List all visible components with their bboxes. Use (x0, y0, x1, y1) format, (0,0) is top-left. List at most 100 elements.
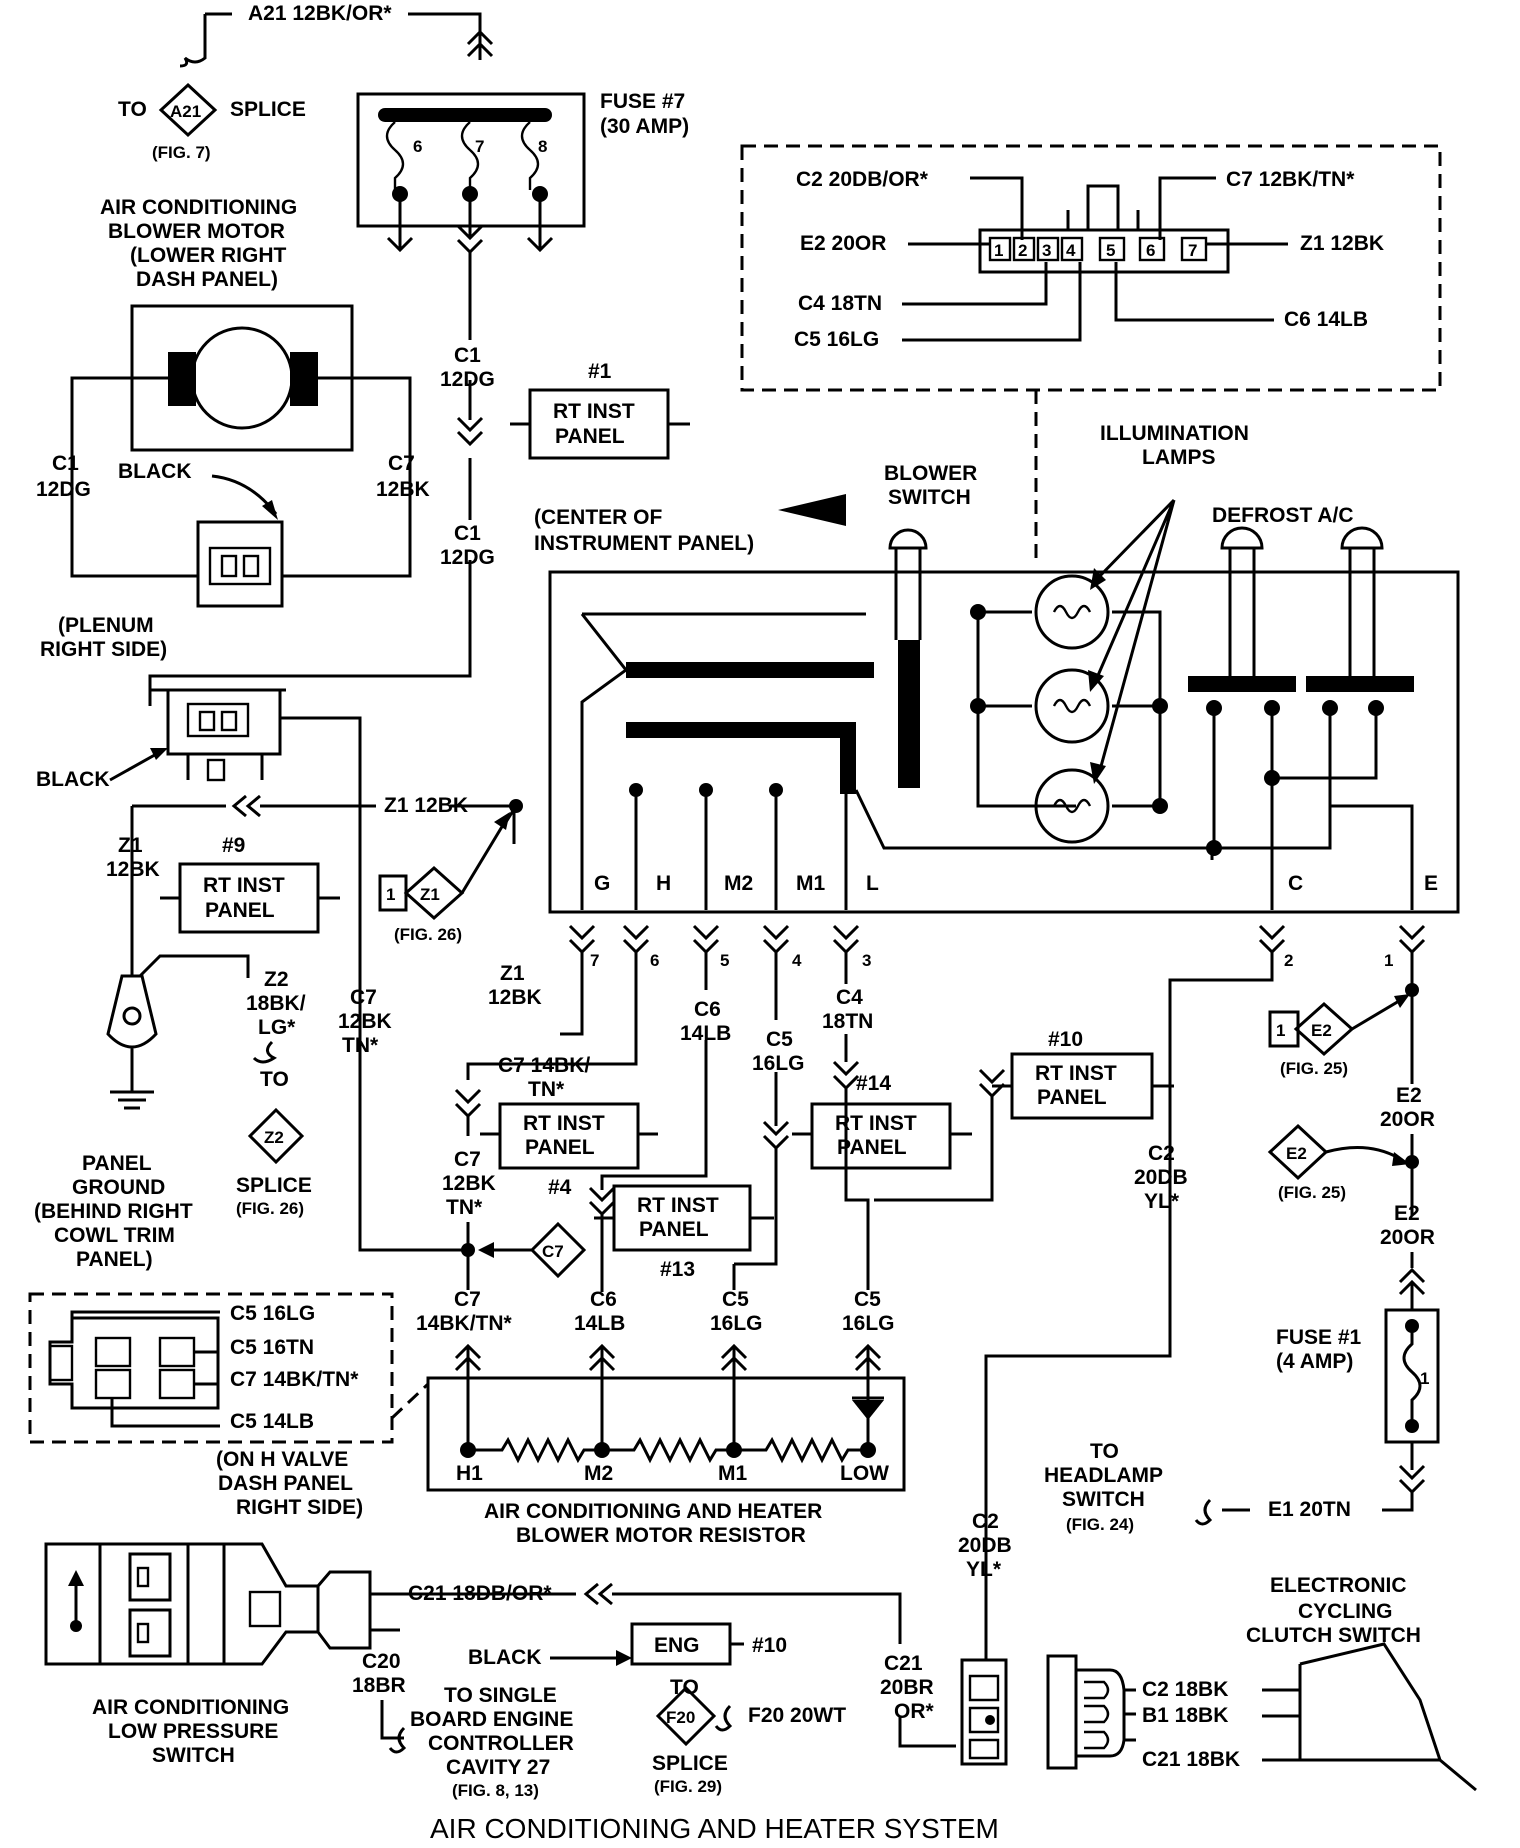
rt-inst-panel-1-line1: RT INST (553, 400, 635, 423)
plenum-label-1: (PLENUM (58, 614, 154, 637)
z2-code: Z2 (264, 1128, 284, 1147)
resistor-label-1: AIR CONDITIONING AND HEATER (484, 1500, 822, 1523)
panel-ground-1: PANEL (82, 1152, 152, 1175)
panel-ground-4: COWL TRIM (54, 1224, 175, 1247)
rt-inst-panel-13-line1: RT INST (637, 1194, 719, 1217)
c2-bottom-2: 20DB (958, 1534, 1012, 1557)
blower-switch-label-1: BLOWER (884, 462, 977, 485)
f20-splice-label-1: SPLICE (652, 1752, 728, 1775)
fuse7-pin-6: 6 (413, 137, 422, 156)
clutch-wire-c2: C2 18BK (1142, 1678, 1228, 1701)
tap-m1: M1 (718, 1462, 747, 1485)
switch-pin-6: 6 (1146, 241, 1155, 260)
rt-inst-panel-14-line1: RT INST (835, 1112, 917, 1135)
rt-inst-panel-9-line2: PANEL (205, 899, 275, 922)
inset-c5-16tn: C5 16TN (230, 1336, 314, 1359)
rt-inst-panel-1 (528, 388, 670, 460)
valve-label-1: (ON H VALVE (216, 1448, 348, 1471)
conn-9-label: #9 (222, 834, 245, 857)
c2-wire-3: YL* (1144, 1190, 1180, 1213)
conn-13-label: #13 (660, 1258, 695, 1281)
c5-label-2: 16LG (752, 1052, 805, 1075)
pin-7: 7 (590, 951, 599, 970)
z1-wire-label: Z1 12BK (384, 794, 468, 817)
blower-left-wire-2: 12DG (36, 478, 91, 501)
res-wire-c5b-2: 16LG (842, 1312, 895, 1335)
blower-right-wire-2: 12BK (376, 478, 430, 501)
c20-label-1: C20 (362, 1650, 401, 1673)
splice-label: SPLICE (230, 98, 306, 121)
res-wire-c6-2: 14LB (574, 1312, 625, 1335)
res-wire-c5a-2: 16LG (710, 1312, 763, 1335)
c7-splice-code: C7 (542, 1242, 564, 1261)
illumination-lamp-2 (1034, 668, 1110, 744)
eng-label: ENG (654, 1634, 700, 1657)
terminal-m1: M1 (796, 872, 825, 895)
switch-pin-3: 3 (1042, 241, 1051, 260)
tap-m2: M2 (584, 1462, 613, 1485)
center-label-2: INSTRUMENT PANEL) (534, 532, 754, 555)
rt-inst-panel-14 (810, 1102, 952, 1170)
ground-section: BLACK Z1 12BK Z1 12BK #9 RT INST PANEL Z… (34, 688, 523, 1271)
rt-inst-panel-9-line1: RT INST (203, 874, 285, 897)
rt-inst-panel-4 (498, 1102, 640, 1170)
c21-wire-label: C21 18DB/OR* (408, 1582, 552, 1605)
c2-bottom-3: YL* (966, 1558, 1002, 1581)
panel-ground-2: GROUND (72, 1176, 165, 1199)
c21-right-3: OR* (894, 1700, 935, 1723)
c7-12bk-label-1: C7 (454, 1148, 481, 1171)
c7-long-label-1: C7 (350, 986, 377, 1009)
terminal-e: E (1424, 872, 1438, 895)
e2-splice-num: 1 (1276, 1021, 1285, 1040)
valve-label-3: RIGHT SIDE) (236, 1496, 363, 1519)
pin-1: 1 (1384, 951, 1393, 970)
black-label: BLACK (118, 460, 192, 483)
f20-wire-label: F20 20WT (748, 1704, 846, 1727)
e1-wire-label: E1 20TN (1268, 1498, 1351, 1521)
switch-pin-1: 1 (994, 241, 1003, 260)
c7-splice-diamond (529, 1221, 587, 1279)
res-wire-c7-1: C7 (454, 1288, 481, 1311)
switch-pin-5: 5 (1106, 241, 1115, 260)
lower-blower-connector (166, 688, 282, 756)
c2-wire-2: 20DB (1134, 1166, 1188, 1189)
conn-4-label: #4 (548, 1176, 572, 1199)
z2-splice-label-2: (FIG. 26) (236, 1199, 304, 1218)
z1-fig26: (FIG. 26) (394, 925, 462, 944)
switch-connector-body (978, 228, 1230, 274)
fuse1-pin: 1 (1420, 1369, 1429, 1388)
blower-motor-label-3: (LOWER RIGHT (130, 244, 286, 267)
defrost-ac-label: DEFROST A/C (1212, 504, 1354, 527)
fig25a-label: (FIG. 25) (1280, 1059, 1348, 1078)
pin-6: 6 (650, 951, 659, 970)
c2-bottom-1: C2 (972, 1510, 999, 1533)
a21-code: A21 (170, 102, 201, 121)
sbec-label-1: TO SINGLE (444, 1684, 557, 1707)
conn-10-label: #10 (1048, 1028, 1083, 1051)
c1-bottom-label-2: 12DG (440, 546, 495, 569)
plenum-label-2: RIGHT SIDE) (40, 638, 167, 661)
z1-mid-label-1: Z1 (500, 962, 525, 985)
c7-14bk-label-1: C7 14BK/ (498, 1054, 590, 1077)
tap-low: LOW (840, 1462, 889, 1485)
switch-pin-4: 4 (1066, 241, 1076, 260)
resistor-body (426, 1376, 906, 1492)
res-wire-c5a-1: C5 (722, 1288, 749, 1311)
f20-splice-diamond (655, 1685, 717, 1747)
terminal-g: G (594, 872, 610, 895)
terminal-h: H (656, 872, 671, 895)
clutch-wire-c21: C21 18BK (1142, 1748, 1240, 1771)
fig7-label: (FIG. 7) (152, 143, 211, 162)
pin-5: 5 (720, 951, 729, 970)
low-pressure-switch (44, 1542, 226, 1666)
c4-label-1: C4 (836, 986, 863, 1009)
right-side-section: 1 E2 (FIG. 25) E2 20OR E2 (FIG. 25) E2 2… (984, 952, 1440, 1660)
c1-top-label-2: 12DG (440, 368, 495, 391)
sbec-label-4: CAVITY 27 (446, 1756, 550, 1779)
terminal-c: C (1288, 872, 1303, 895)
z1-left-label-1: Z1 (118, 834, 143, 857)
e2-splice-code-a: E2 (1311, 1021, 1332, 1040)
panel-ground-3: (BEHIND RIGHT (34, 1200, 193, 1223)
fuse7-label-2: (30 AMP) (600, 115, 689, 138)
inset-wire-c6: C6 14LB (1284, 308, 1368, 331)
